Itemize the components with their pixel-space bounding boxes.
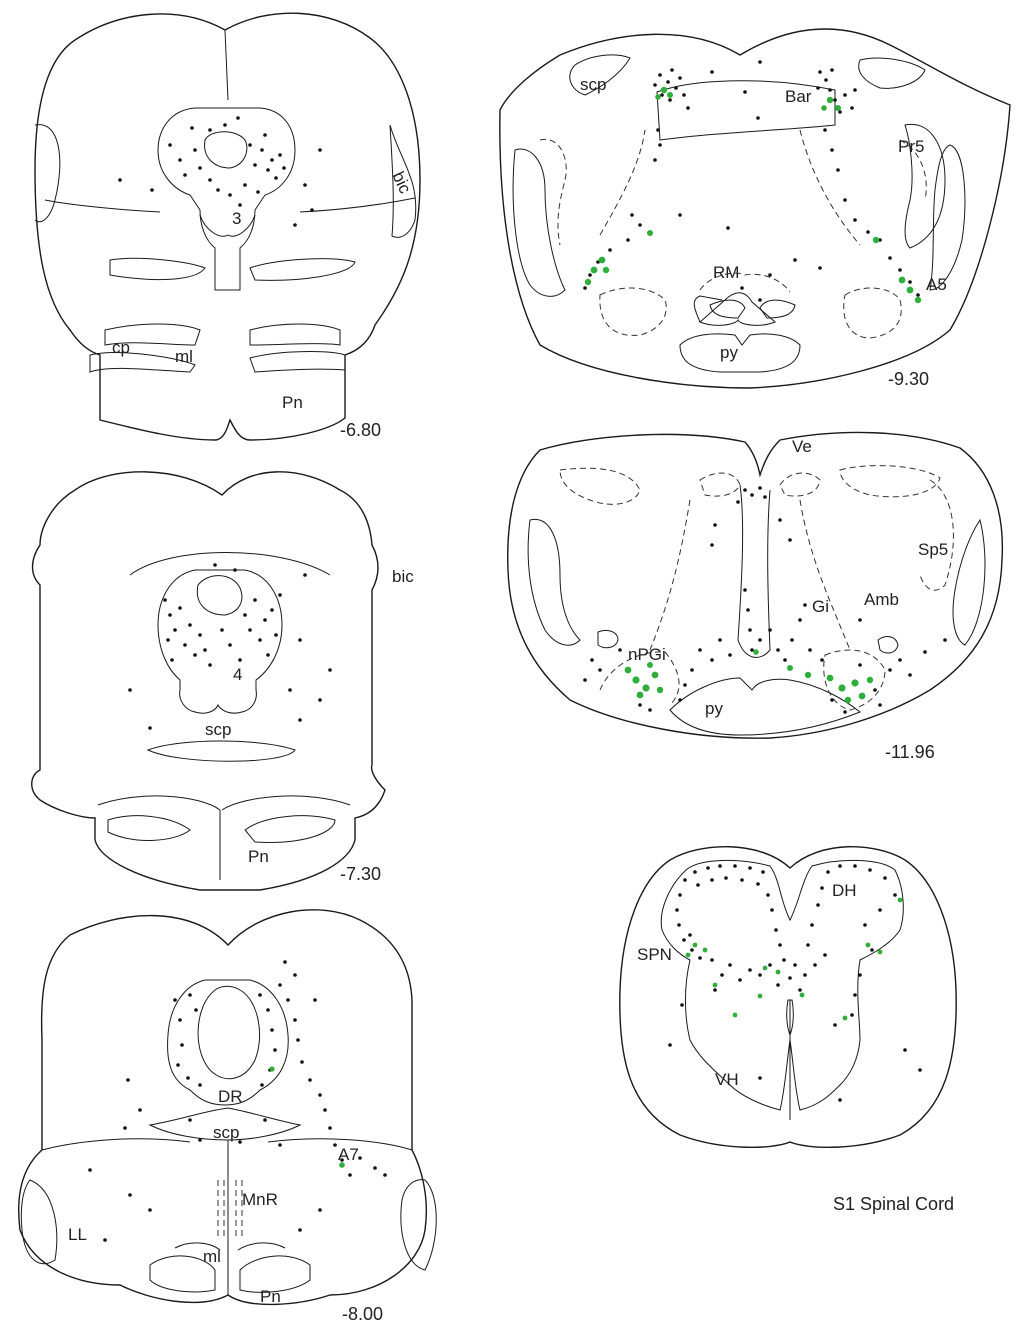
label-mnr: MnR (242, 1190, 278, 1209)
label-scp-8-00: scp (213, 1123, 239, 1142)
label-4: 4 (233, 665, 242, 684)
label-ll: LL (68, 1225, 87, 1244)
cell-markers-6-80 (118, 116, 322, 227)
label-gi: Gi (812, 597, 829, 616)
label-bar: Bar (785, 87, 812, 106)
label-amb: Amb (864, 590, 899, 609)
label-npgi: nPGi (628, 645, 666, 664)
label-bic-7-30: bic (392, 567, 414, 586)
label-sp5: Sp5 (918, 540, 948, 559)
label-ve: Ve (792, 437, 812, 456)
label-vh: VH (715, 1070, 739, 1089)
label-cp: cp (112, 338, 130, 357)
section-minus-11-96: Ve Sp5 Gi Amb nPGi py -11.96 (508, 432, 1003, 762)
label-3: 3 (232, 209, 241, 228)
cell-markers-s1 (668, 864, 922, 1102)
label-pn-7-30: Pn (248, 847, 269, 866)
label-rm: RM (713, 263, 739, 282)
label-dr: DR (218, 1087, 243, 1106)
label-scp-7-30: scp (205, 720, 231, 739)
label-a7: A7 (338, 1145, 359, 1164)
level-11-96: -11.96 (885, 742, 935, 762)
label-scp-9-30: scp (580, 75, 606, 94)
label-ml-6-80: ml (175, 347, 193, 366)
label-dh: DH (832, 881, 857, 900)
label-pn-8-00: Pn (260, 1287, 281, 1306)
label-spn: SPN (637, 945, 672, 964)
label-pn-6-80: Pn (282, 393, 303, 412)
section-minus-8-00: DR scp A7 MnR LL ml Pn -8.00 (19, 910, 437, 1324)
level-9-30: -9.30 (888, 369, 929, 389)
section-minus-6-80: bic 3 cp ml Pn -6.80 (35, 13, 420, 440)
label-py-11-96: py (705, 699, 723, 718)
label-a5: A5 (926, 275, 947, 294)
level-s1-spinal-cord: S1 Spinal Cord (833, 1194, 954, 1214)
level-6-80: -6.80 (340, 420, 381, 440)
section-s1-spinal-cord: DH SPN VH S1 Spinal Cord (620, 847, 956, 1214)
section-minus-7-30: bic 4 scp Pn -7.30 (32, 472, 414, 890)
label-ml-8-00: ml (203, 1247, 221, 1266)
label-py-9-30: py (720, 343, 738, 362)
level-8-00: -8.00 (342, 1304, 383, 1324)
section-minus-9-30: scp Bar Pr5 RM A5 py -9.30 (500, 29, 1010, 389)
cell-markers-7-30 (128, 563, 332, 730)
level-7-30: -7.30 (340, 864, 381, 884)
cell-markers-9-30 (583, 60, 921, 303)
label-pr5: Pr5 (898, 137, 924, 156)
